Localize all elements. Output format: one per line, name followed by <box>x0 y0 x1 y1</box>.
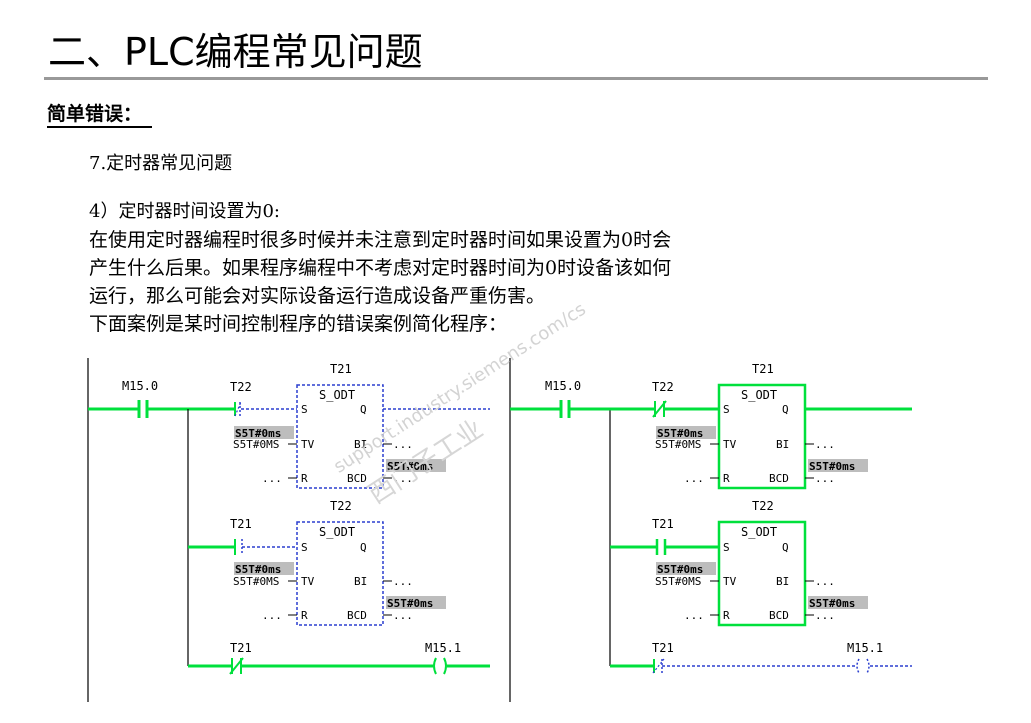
dots: ... <box>684 609 704 622</box>
ladder-diagrams: M15.0 T21 T22 S_ODT S Q S5T#0ms S5T#0MS … <box>87 358 912 702</box>
preset-highlight: S5T#0ms <box>235 427 281 440</box>
pin-bcd: BCD <box>769 609 789 622</box>
func-label: S_ODT <box>741 525 777 539</box>
ladder-right: M15.0 T21 T22 S_ODT S Q S5T#0ms S5T#0MS … <box>510 362 912 674</box>
pin-q: Q <box>360 403 367 416</box>
dots: ... <box>815 438 835 451</box>
preset-highlight: S5T#0ms <box>657 427 703 440</box>
body-line: 运行，那么可能会对实际设备运行造成设备严重伤害。 <box>89 285 546 307</box>
out-highlight: S5T#0ms <box>387 597 433 610</box>
dots: ... <box>393 575 413 588</box>
dots: ... <box>262 472 282 485</box>
pin-tv: TV <box>301 438 315 451</box>
contact-label-t22: T22 <box>230 380 252 394</box>
pin-tv: TV <box>723 575 737 588</box>
pin-bi: BI <box>776 575 789 588</box>
contact-label-t21: T21 <box>230 517 252 531</box>
pin-s: S <box>723 541 730 554</box>
contact-label-t21-nc: T21 <box>230 641 252 655</box>
coil-label-m151: M15.1 <box>425 641 461 655</box>
item-title: 4）定时器时间设置为0: <box>89 201 280 222</box>
tv-value: S5T#0MS <box>233 575 279 588</box>
out-highlight: S5T#0ms <box>387 460 433 473</box>
title-divider <box>44 77 988 80</box>
out-highlight: S5T#0ms <box>809 597 855 610</box>
pin-bi: BI <box>354 438 367 451</box>
body-line: 下面案例是某时间控制程序的错误案例简化程序： <box>89 313 508 335</box>
tv-value: S5T#0MS <box>655 575 701 588</box>
preset-highlight: S5T#0ms <box>657 563 703 576</box>
pin-s: S <box>301 541 308 554</box>
out-highlight: S5T#0ms <box>809 460 855 473</box>
contact-label-t22: T22 <box>652 380 674 394</box>
pin-r: R <box>301 472 308 485</box>
dots: ... <box>262 609 282 622</box>
dots: ... <box>815 609 835 622</box>
timer-label-t22: T22 <box>752 499 774 513</box>
func-label: S_ODT <box>319 388 355 402</box>
pin-bi: BI <box>354 575 367 588</box>
dots: ... <box>815 472 835 485</box>
coil-label-m151: M15.1 <box>847 641 883 655</box>
dots: ... <box>393 472 413 485</box>
ladder-left: M15.0 T21 T22 S_ODT S Q S5T#0ms S5T#0MS … <box>87 358 511 702</box>
tv-value: S5T#0MS <box>655 438 701 451</box>
subheading: 简单错误： <box>47 102 153 128</box>
dots: ... <box>393 609 413 622</box>
timer-label-t21: T21 <box>752 362 774 376</box>
pin-bcd: BCD <box>769 472 789 485</box>
pin-q: Q <box>782 403 789 416</box>
pin-bi: BI <box>776 438 789 451</box>
func-label: S_ODT <box>319 525 355 539</box>
body-line: 产生什么后果。如果程序编程中不考虑对定时器时间为0时设备该如何 <box>89 257 672 279</box>
body-text: 在使用定时器编程时很多时候并未注意到定时器时间如果设置为0时会 产生什么后果。如… <box>89 226 829 338</box>
body-line: 在使用定时器编程时很多时候并未注意到定时器时间如果设置为0时会 <box>89 229 672 251</box>
pin-bcd: BCD <box>347 472 367 485</box>
contact-label-m150: M15.0 <box>122 379 158 393</box>
pin-q: Q <box>782 541 789 554</box>
timer-label-t21: T21 <box>330 362 352 376</box>
dots: ... <box>684 472 704 485</box>
func-label: S_ODT <box>741 388 777 402</box>
pin-r: R <box>301 609 308 622</box>
contact-label-t21-nc: T21 <box>652 641 674 655</box>
tv-value: S5T#0MS <box>233 438 279 451</box>
pin-r: R <box>723 609 730 622</box>
pin-tv: TV <box>723 438 737 451</box>
slide-title: 二、PLC编程常见问题 <box>48 30 423 74</box>
preset-highlight: S5T#0ms <box>235 563 281 576</box>
timer-label-t22: T22 <box>330 499 352 513</box>
pin-tv: TV <box>301 575 315 588</box>
pin-r: R <box>723 472 730 485</box>
pin-s: S <box>723 403 730 416</box>
pin-q: Q <box>360 541 367 554</box>
section-heading: 7.定时器常见问题 <box>89 153 233 174</box>
contact-label-m150: M15.0 <box>545 379 581 393</box>
dots: ... <box>393 438 413 451</box>
pin-bcd: BCD <box>347 609 367 622</box>
dots: ... <box>815 575 835 588</box>
contact-label-t21: T21 <box>652 517 674 531</box>
pin-s: S <box>301 403 308 416</box>
